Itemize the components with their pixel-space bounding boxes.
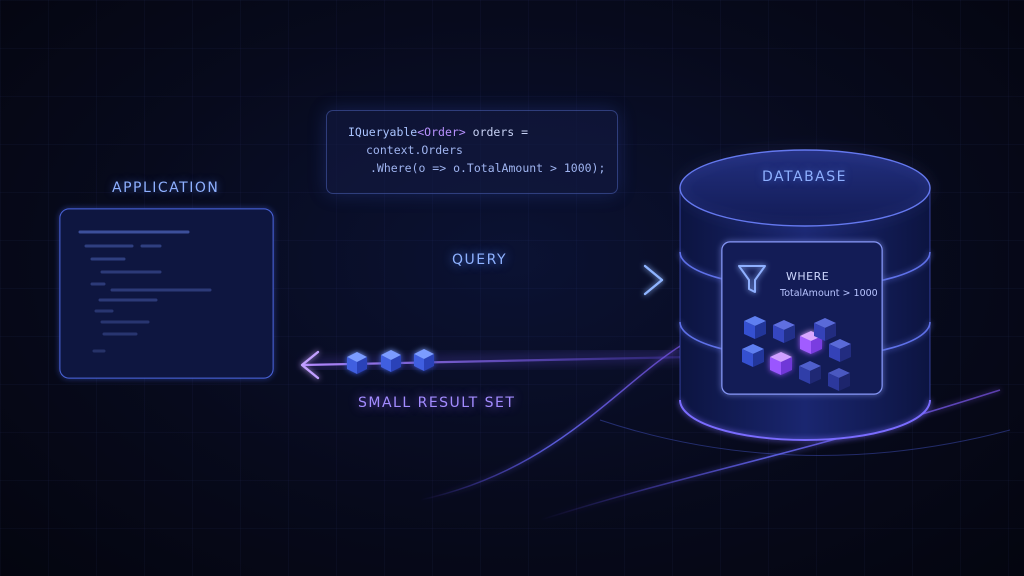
data-cube — [814, 318, 836, 341]
result-cube — [347, 352, 367, 374]
data-cube — [829, 339, 851, 362]
data-cube — [742, 344, 764, 367]
code-assignment: orders = — [465, 125, 529, 139]
code-line-1: IQueryable<Order> orders = — [348, 125, 528, 139]
code-generic: <Order> — [417, 125, 466, 139]
result-cube — [381, 350, 401, 372]
funnel-icon — [738, 265, 766, 293]
application-window — [59, 208, 274, 379]
data-cube — [770, 352, 792, 375]
data-cubes — [742, 316, 851, 391]
code-line-2: context.Orders — [366, 143, 463, 157]
result-cube — [414, 349, 434, 371]
result-cubes — [347, 349, 434, 374]
query-label: QUERY — [452, 252, 507, 268]
code-snippet-box — [326, 110, 618, 194]
query-arrow — [275, 264, 664, 296]
code-type: IQueryable — [348, 125, 418, 139]
data-cube — [799, 361, 821, 384]
data-cube — [744, 316, 766, 339]
code-line-3: .Where(o => o.TotalAmount > 1000); — [370, 161, 606, 175]
result-set-label: SMALL RESULT SET — [358, 395, 516, 411]
data-cube — [828, 368, 850, 391]
where-condition: TotalAmount > 1000 — [780, 288, 878, 299]
database-label: DATABASE — [762, 169, 847, 185]
application-label: APPLICATION — [112, 180, 220, 196]
code-lines — [78, 230, 212, 353]
where-label: WHERE — [786, 270, 830, 283]
data-cube — [773, 320, 795, 343]
